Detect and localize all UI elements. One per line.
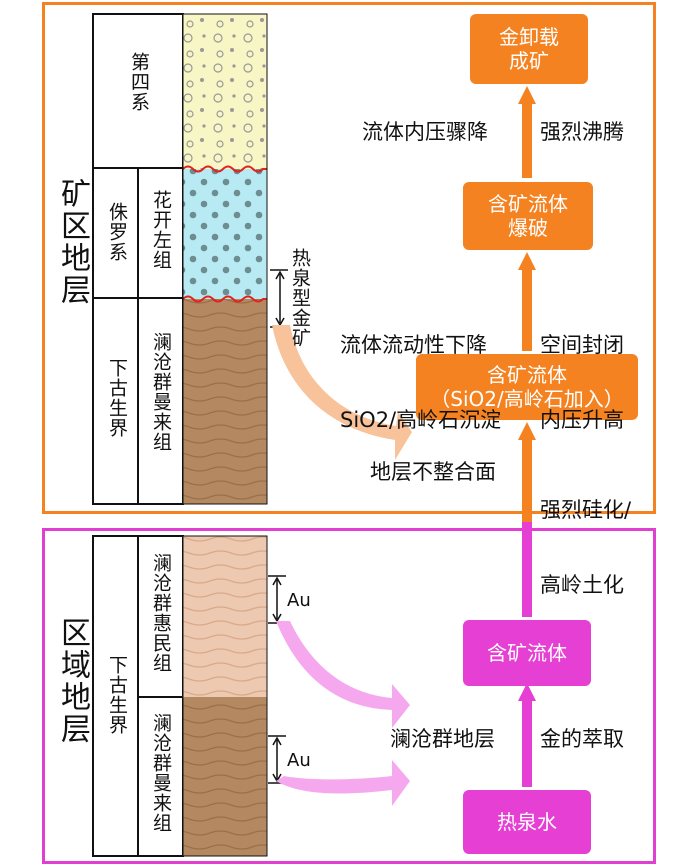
lancang-strata-label: 澜沧群地层 <box>390 727 495 751</box>
mine-area-title: 矿区地层 <box>55 178 90 306</box>
fluid-explosion-line1: 含矿流体 <box>488 192 568 216</box>
pink-flow-arrow-upper <box>276 621 410 728</box>
fluid-sio2-box: 含矿流体 （SiO2/高岭石加入） <box>416 354 638 420</box>
lower-paleozoic-label-bottom: 下古生界 <box>106 655 128 735</box>
gold-extraction-label: 金的萃取 <box>540 727 624 751</box>
huimin-layer <box>183 536 267 697</box>
space-closed-label: 空间封闭 内压升高 <box>540 283 624 458</box>
gold-unloading-box: 金卸载 成矿 <box>470 14 588 84</box>
deposit-label: 热泉型金矿 <box>289 248 311 348</box>
huakaizuo-label: 花开左组 <box>150 190 172 270</box>
unconformity-line-upper <box>182 165 267 173</box>
unconformity-line-lower <box>182 295 267 303</box>
unconformity-label: 地层不整合面 <box>370 460 496 484</box>
lancang-manlai-label-top: 澜沧群曼来组 <box>150 332 172 452</box>
pressure-drop-label: 流体内压骤降 <box>362 120 488 144</box>
fluid-sio2-line2: （SiO2/高岭石加入） <box>430 387 624 411</box>
fluid-explosion-box: 含矿流体 爆破 <box>463 182 593 250</box>
gold-unloading-line1: 金卸载 <box>499 25 559 49</box>
hot-spring-box: 热泉水 <box>463 790 591 854</box>
space-closed-line1: 空间封闭 <box>540 333 624 357</box>
pink-flow-arrow-lower <box>276 760 410 806</box>
silicification-line2: 高岭土化 <box>540 573 624 597</box>
pink-arrow-2 <box>518 683 536 787</box>
ore-fluid-box: 含矿流体 <box>463 620 591 686</box>
quaternary-layer <box>183 14 267 169</box>
au-bracket-upper <box>268 575 286 624</box>
ore-fluid-label: 含矿流体 <box>487 641 567 665</box>
lower-paleozoic-label-top: 下古生界 <box>106 358 128 438</box>
hot-spring-label: 热泉水 <box>497 810 557 834</box>
boiling-label: 强烈沸腾 <box>540 120 624 144</box>
deposit-interval-bracket <box>270 269 288 328</box>
space-closed-line2: 内压升高 <box>540 408 624 432</box>
flow-drop-line2: SiO2/高岭石沉淀 <box>340 408 502 432</box>
au-label-lower: Au <box>287 750 311 771</box>
au-label-upper: Au <box>287 590 311 611</box>
fluid-explosion-line2: 爆破 <box>508 216 548 240</box>
manlai-label-bottom: 澜沧群曼来组 <box>150 713 172 833</box>
orange-arrow-2 <box>518 252 536 351</box>
flow-drop-line1: 流体流动性下降 <box>340 333 487 357</box>
mine-area-frame <box>42 2 656 514</box>
gold-unloading-line2: 成矿 <box>509 49 549 73</box>
huakaizuo-layer <box>183 169 267 299</box>
huimin-label: 澜沧群惠民组 <box>150 553 172 673</box>
manlai-layer-bottom <box>183 697 267 856</box>
peach-flow-arrow <box>272 325 412 460</box>
regional-title: 区域地层 <box>55 617 90 745</box>
jurassic-label: 侏罗系 <box>106 202 128 262</box>
manlai-layer-top <box>183 299 267 504</box>
au-bracket-lower <box>268 735 286 784</box>
orange-arrow-1 <box>518 86 536 178</box>
silicification-line1: 强烈硅化/ <box>540 498 632 522</box>
flow-drop-label: 流体流动性下降 SiO2/高岭石沉淀 <box>340 283 501 458</box>
regional-frame <box>42 528 656 864</box>
quaternary-label: 第四系 <box>128 52 150 112</box>
pink-arrow-1 <box>522 522 532 617</box>
fluid-sio2-line1: 含矿流体 <box>487 363 567 387</box>
orange-arrow-3 <box>518 422 536 522</box>
silicification-label: 强烈硅化/ 高岭土化 <box>540 448 631 623</box>
